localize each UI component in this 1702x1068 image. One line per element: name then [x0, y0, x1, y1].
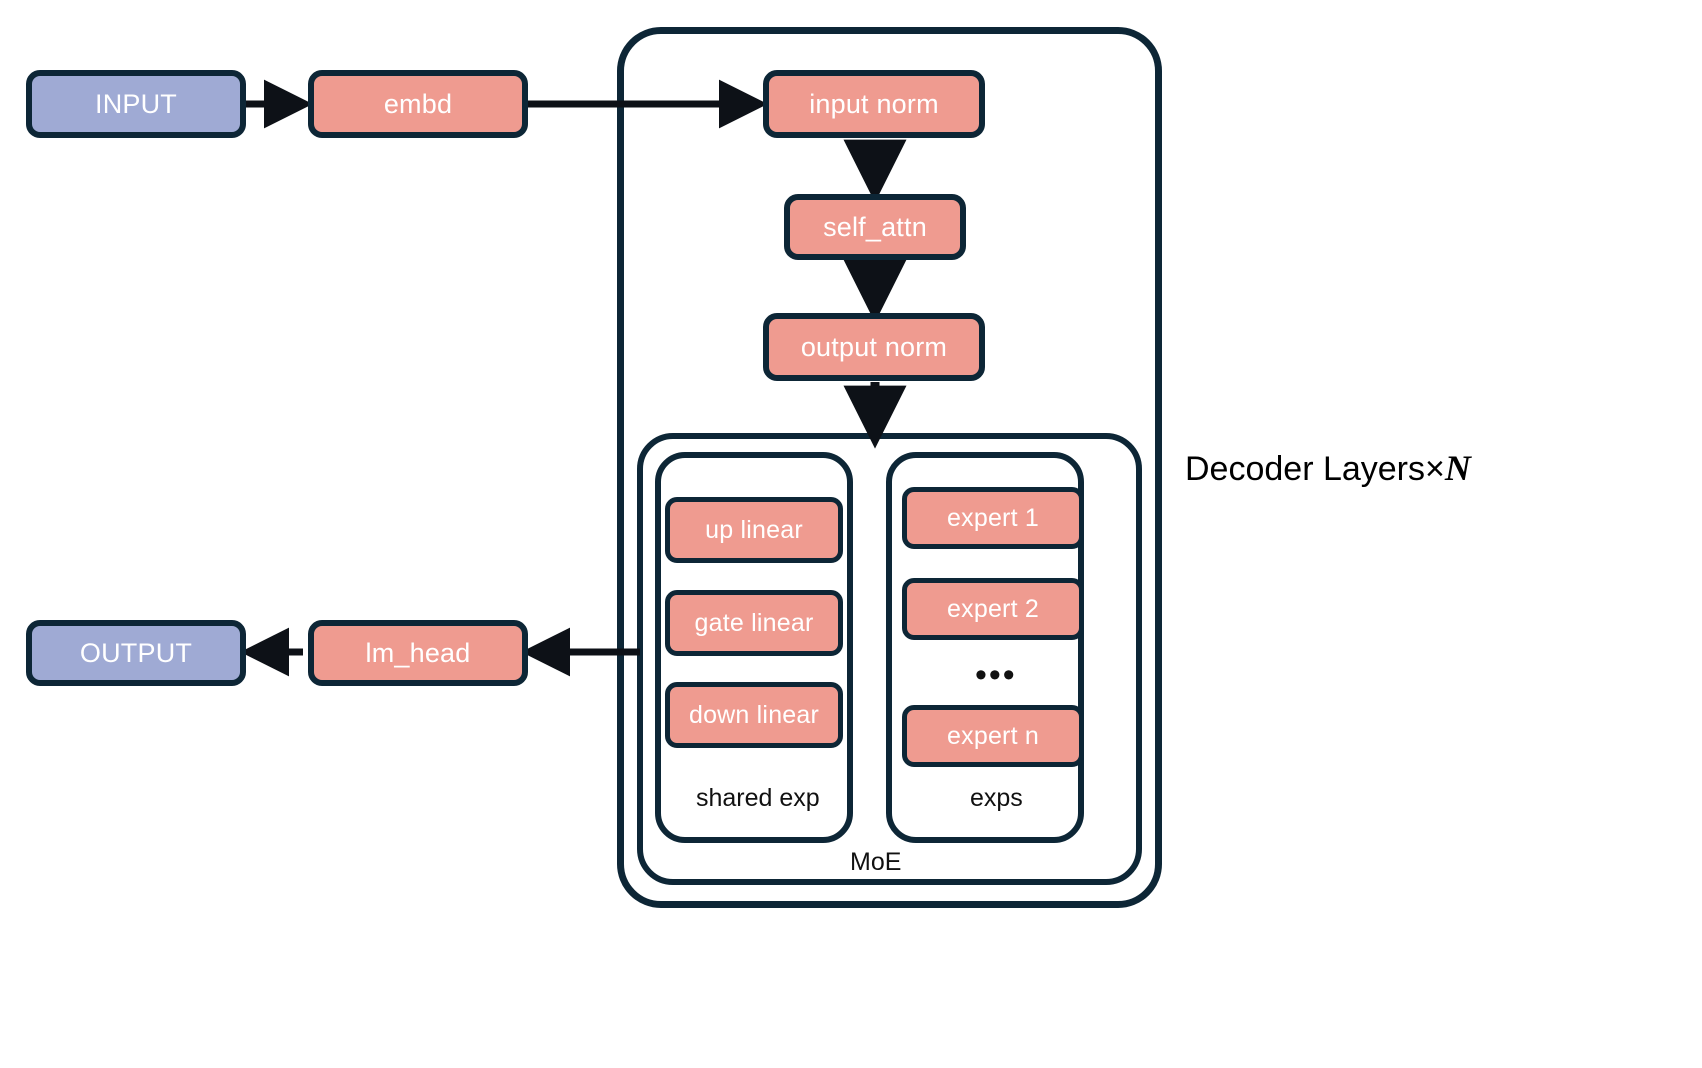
- lm-head-node-label: lm_head: [365, 637, 471, 668]
- gate-linear-label: gate linear: [694, 608, 814, 637]
- output-node[interactable]: OUTPUT: [26, 620, 246, 686]
- lm-head-node[interactable]: lm_head: [308, 620, 528, 686]
- output-norm-label: output norm: [800, 331, 948, 362]
- experts-caption: exps: [970, 784, 1023, 812]
- gate-linear-node[interactable]: gate linear: [665, 590, 843, 656]
- decoder-layers-multiplier: N: [1444, 448, 1471, 488]
- expert-1-label: expert 1: [947, 503, 1039, 532]
- decoder-layers-label-text: Decoder Layers×: [1185, 450, 1445, 488]
- expert-n-node[interactable]: expert n: [902, 705, 1084, 767]
- experts-container: [886, 452, 1084, 843]
- input-node-label: INPUT: [95, 88, 177, 119]
- expert-2-node[interactable]: expert 2: [902, 578, 1084, 640]
- self-attn-node[interactable]: self_attn: [784, 194, 966, 260]
- expert-1-node[interactable]: expert 1: [902, 487, 1084, 549]
- expert-n-label: expert n: [947, 721, 1039, 750]
- input-norm-node[interactable]: input norm: [763, 70, 985, 138]
- up-linear-label: up linear: [705, 515, 803, 544]
- input-node[interactable]: INPUT: [26, 70, 246, 138]
- up-linear-node[interactable]: up linear: [665, 497, 843, 563]
- embd-node-label: embd: [383, 88, 453, 119]
- decoder-layers-label: Decoder Layers×N: [1185, 450, 1471, 486]
- output-norm-node[interactable]: output norm: [763, 313, 985, 381]
- experts-ellipsis: •••: [975, 656, 1017, 694]
- input-norm-label: input norm: [809, 88, 939, 119]
- decoder-layers-container: [617, 27, 1162, 908]
- down-linear-node[interactable]: down linear: [665, 682, 843, 748]
- expert-2-label: expert 2: [947, 594, 1039, 623]
- embd-node[interactable]: embd: [308, 70, 528, 138]
- moe-caption: MoE: [850, 848, 902, 876]
- down-linear-label: down linear: [688, 700, 820, 729]
- self-attn-label: self_attn: [823, 211, 927, 242]
- shared-expert-container: [655, 452, 853, 843]
- shared-expert-caption: shared exp: [696, 784, 820, 812]
- output-node-label: OUTPUT: [79, 637, 193, 668]
